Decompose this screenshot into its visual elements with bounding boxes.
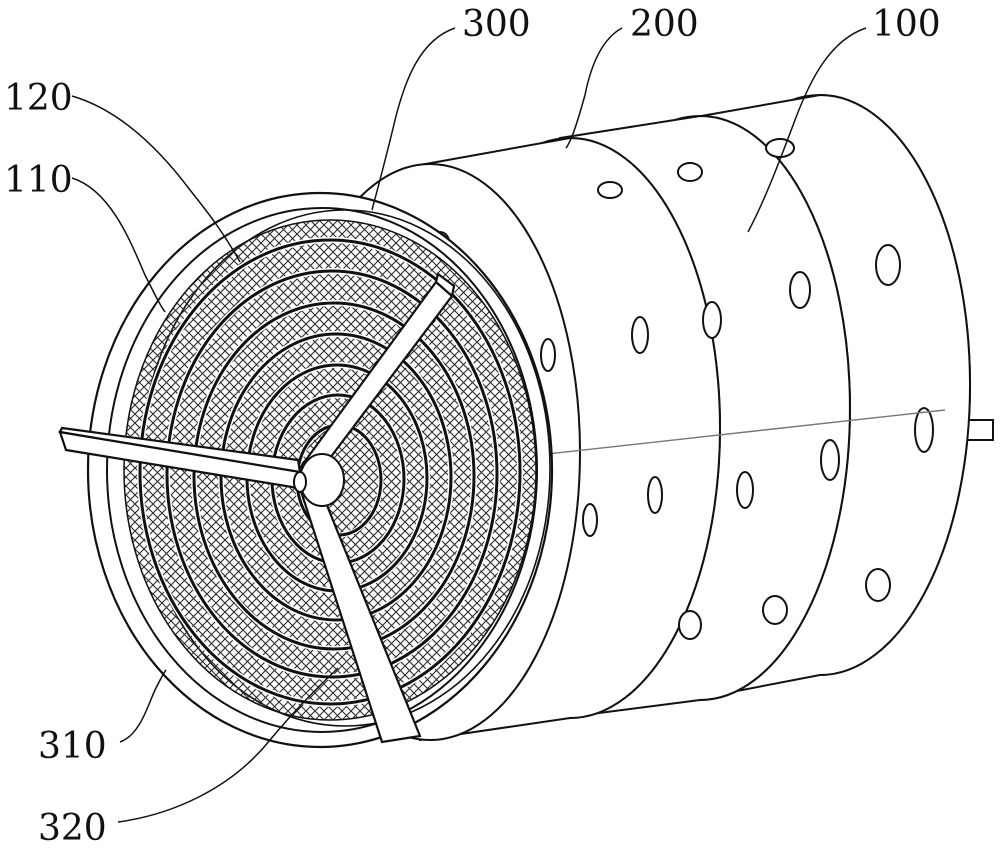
leader-lines: [71, 27, 867, 823]
reference-labels: 300 200 100 120 110 310 320: [4, 4, 941, 849]
label-310: 310: [38, 726, 107, 767]
leader-100: [747, 27, 867, 233]
front-rim-inner: [106, 207, 538, 733]
leader-310: [119, 669, 167, 743]
shell-holes: [430, 138, 934, 640]
leader-320: [117, 667, 339, 823]
leader-120: [71, 95, 241, 263]
label-320: 320: [38, 808, 107, 849]
label-300: 300: [462, 4, 531, 45]
front-face: [58, 191, 554, 749]
blades: [58, 272, 456, 744]
hub: [293, 453, 345, 507]
label-200: 200: [630, 4, 699, 45]
leader-110: [71, 177, 166, 313]
label-100: 100: [872, 4, 941, 45]
label-110: 110: [4, 160, 73, 201]
leader-300: [371, 27, 456, 211]
label-120: 120: [4, 78, 73, 119]
leader-200: [565, 27, 623, 149]
